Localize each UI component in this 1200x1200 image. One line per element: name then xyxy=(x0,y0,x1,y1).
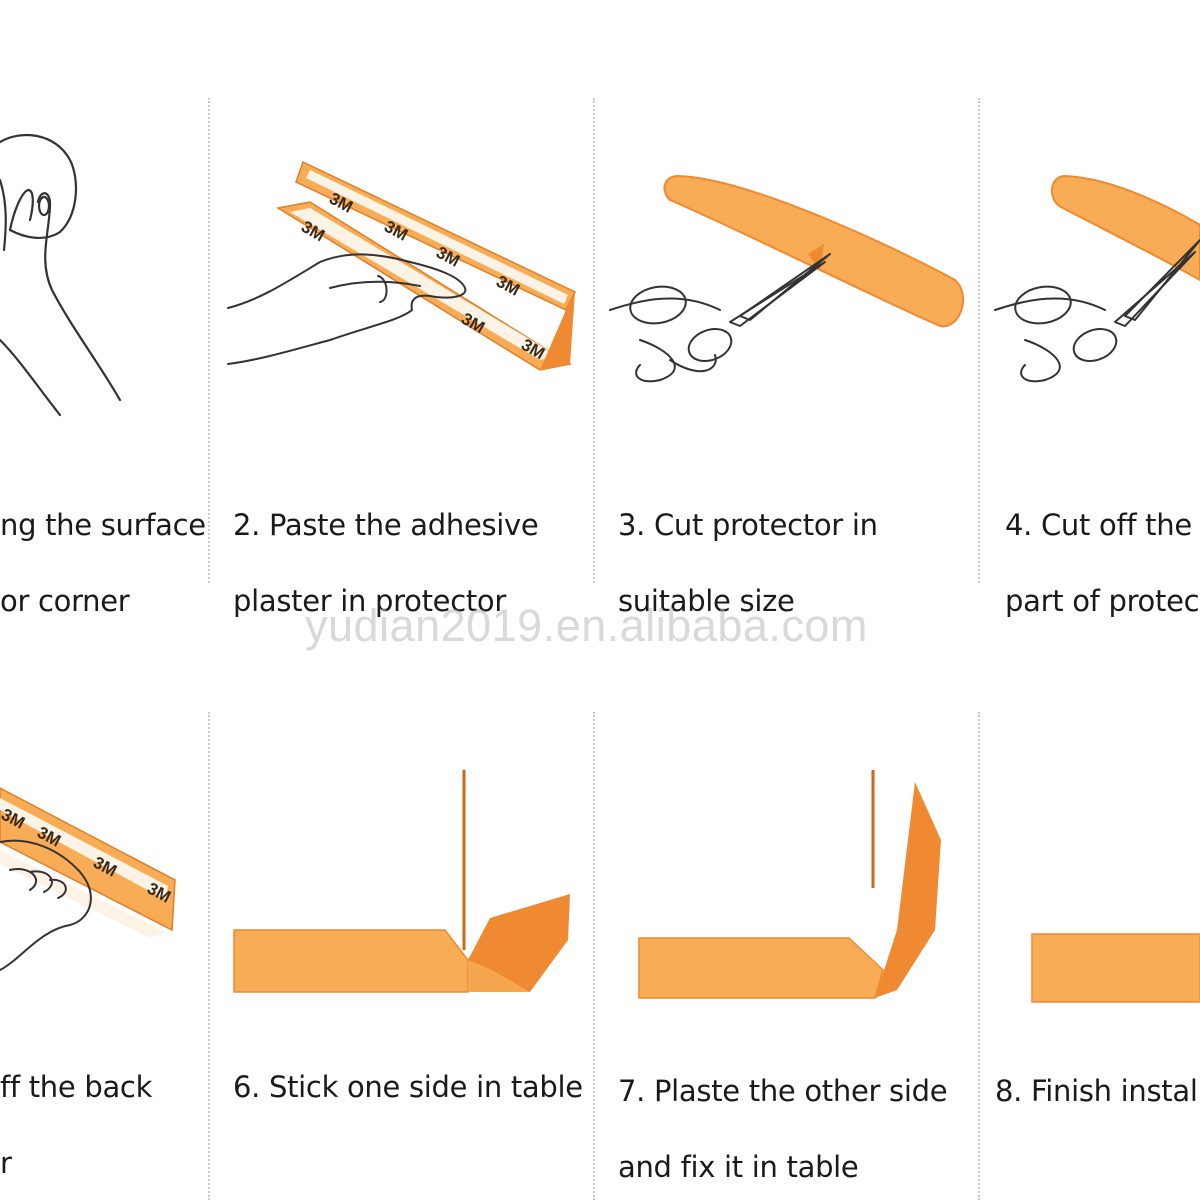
cloth-shape xyxy=(0,133,78,239)
protector-raised-side xyxy=(875,782,941,998)
protector-flat-side xyxy=(233,929,469,993)
step-6-caption-line-1: 6. Stick one side in table xyxy=(233,1070,583,1104)
step-5-caption-line-1: ff the back xyxy=(0,1070,153,1104)
scissors-and-hands xyxy=(609,253,831,383)
fingernail xyxy=(37,195,51,217)
hand-outline xyxy=(0,839,92,971)
scissors-and-hands xyxy=(994,239,1200,383)
step-6-illustration xyxy=(233,770,570,993)
step-5-illustration: 3M 3M 3M 3M xyxy=(0,787,176,971)
column-divider-4 xyxy=(208,712,210,1200)
protector-flat-side xyxy=(638,937,884,999)
step-3-caption-line-1: 3. Cut protector in xyxy=(618,508,878,542)
step-2-illustration: 3M 3M 3M 3M 3M 3M 3M xyxy=(227,160,577,371)
corner-protector-with-tape xyxy=(0,787,176,938)
step-8-caption-line-1: 8. Finish instal xyxy=(995,1074,1198,1108)
column-divider-2 xyxy=(593,98,595,583)
protector-strip xyxy=(1050,174,1200,282)
step-4-illustration xyxy=(994,174,1200,383)
step-5-caption-line-2: r xyxy=(0,1146,12,1180)
column-divider-6 xyxy=(978,712,980,1200)
step-7-caption-line-2: and fix it in table xyxy=(618,1150,859,1184)
protector-raised-side xyxy=(468,894,570,992)
column-divider-3 xyxy=(978,98,980,583)
step-7-illustration xyxy=(638,770,941,999)
hand-outline xyxy=(227,253,467,365)
hand-outline xyxy=(0,178,122,417)
step-2-caption-line-1: 2. Paste the adhesive xyxy=(233,508,539,542)
protector-flat-side xyxy=(1031,933,1200,1003)
step-4-caption-line-1: 4. Cut off the xyxy=(1005,508,1192,542)
corner-protector-with-tape xyxy=(275,160,577,371)
step-1-illustration xyxy=(0,133,122,417)
step-1-caption-line-2: or corner xyxy=(0,584,130,618)
column-divider-5 xyxy=(593,712,595,1200)
step-7-caption-line-1: 7. Plaste the other side xyxy=(618,1074,948,1108)
column-divider-1 xyxy=(208,98,210,583)
step-1-caption-line-1: ng the surface xyxy=(0,508,206,542)
step-4-caption-line-2: part of protec xyxy=(1005,584,1200,618)
step-2-caption-line-2: plaster in protector xyxy=(233,584,506,618)
step-3-caption-line-2: suitable size xyxy=(618,584,795,618)
step-8-illustration xyxy=(1031,933,1200,1003)
step-3-illustration xyxy=(609,174,965,383)
